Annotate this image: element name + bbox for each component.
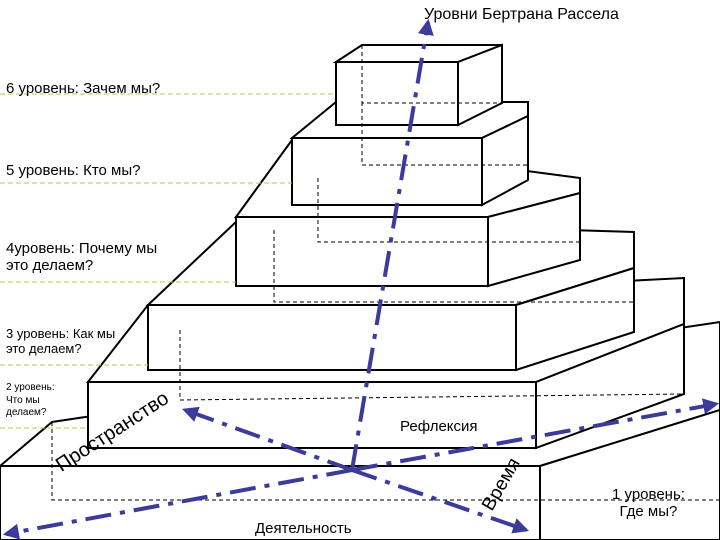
level-5-label: 5 уровень: Кто мы?: [6, 162, 141, 179]
tier-5-front-face: [291, 137, 483, 206]
hidden-edge-tier-4: [317, 178, 580, 243]
hidden-edge-tier-1: [51, 422, 720, 501]
tier-2-front-face: [87, 381, 537, 449]
hidden-edge-tier-6: [361, 45, 502, 104]
level-4-label: 4уровень: Почему мы это делаем?: [6, 240, 158, 275]
axis-arrow-space: [2, 468, 353, 540]
tier-4-front-face: [235, 216, 489, 287]
reflection-label: Рефлексия: [400, 418, 478, 435]
level-6-label: 6 уровень: Зачем мы?: [6, 80, 161, 97]
level-2-label: 2 уровень: Что мы делаем?: [6, 382, 55, 418]
tier-1-front-face: [0, 465, 541, 540]
axis-arrow-up: [350, 18, 434, 471]
axis-arrow-back-left: [181, 406, 353, 472]
hidden-edge-tier-3: [273, 230, 634, 303]
level-1-label: 1 уровень: Где мы?: [612, 486, 685, 521]
hidden-edge-tier-2: [179, 330, 685, 401]
axis-arrow-back-right: [351, 398, 720, 472]
hidden-edges: [51, 45, 720, 501]
level-3-label: 3 уровень: Как мы это делаем?: [6, 326, 116, 356]
tier-6-box: [332, 43, 503, 127]
diagram-title: Уровни Бертрана Рассела: [424, 6, 619, 23]
axis-arrow-time: [351, 468, 530, 534]
activity-label: Деятельность: [255, 520, 352, 537]
level-guide-lines: [0, 93, 336, 429]
hidden-edge-tier-5: [361, 102, 528, 166]
axis-arrows: [2, 18, 720, 540]
tier-3-front-face: [147, 304, 517, 371]
tier-6-front-face: [335, 61, 459, 126]
